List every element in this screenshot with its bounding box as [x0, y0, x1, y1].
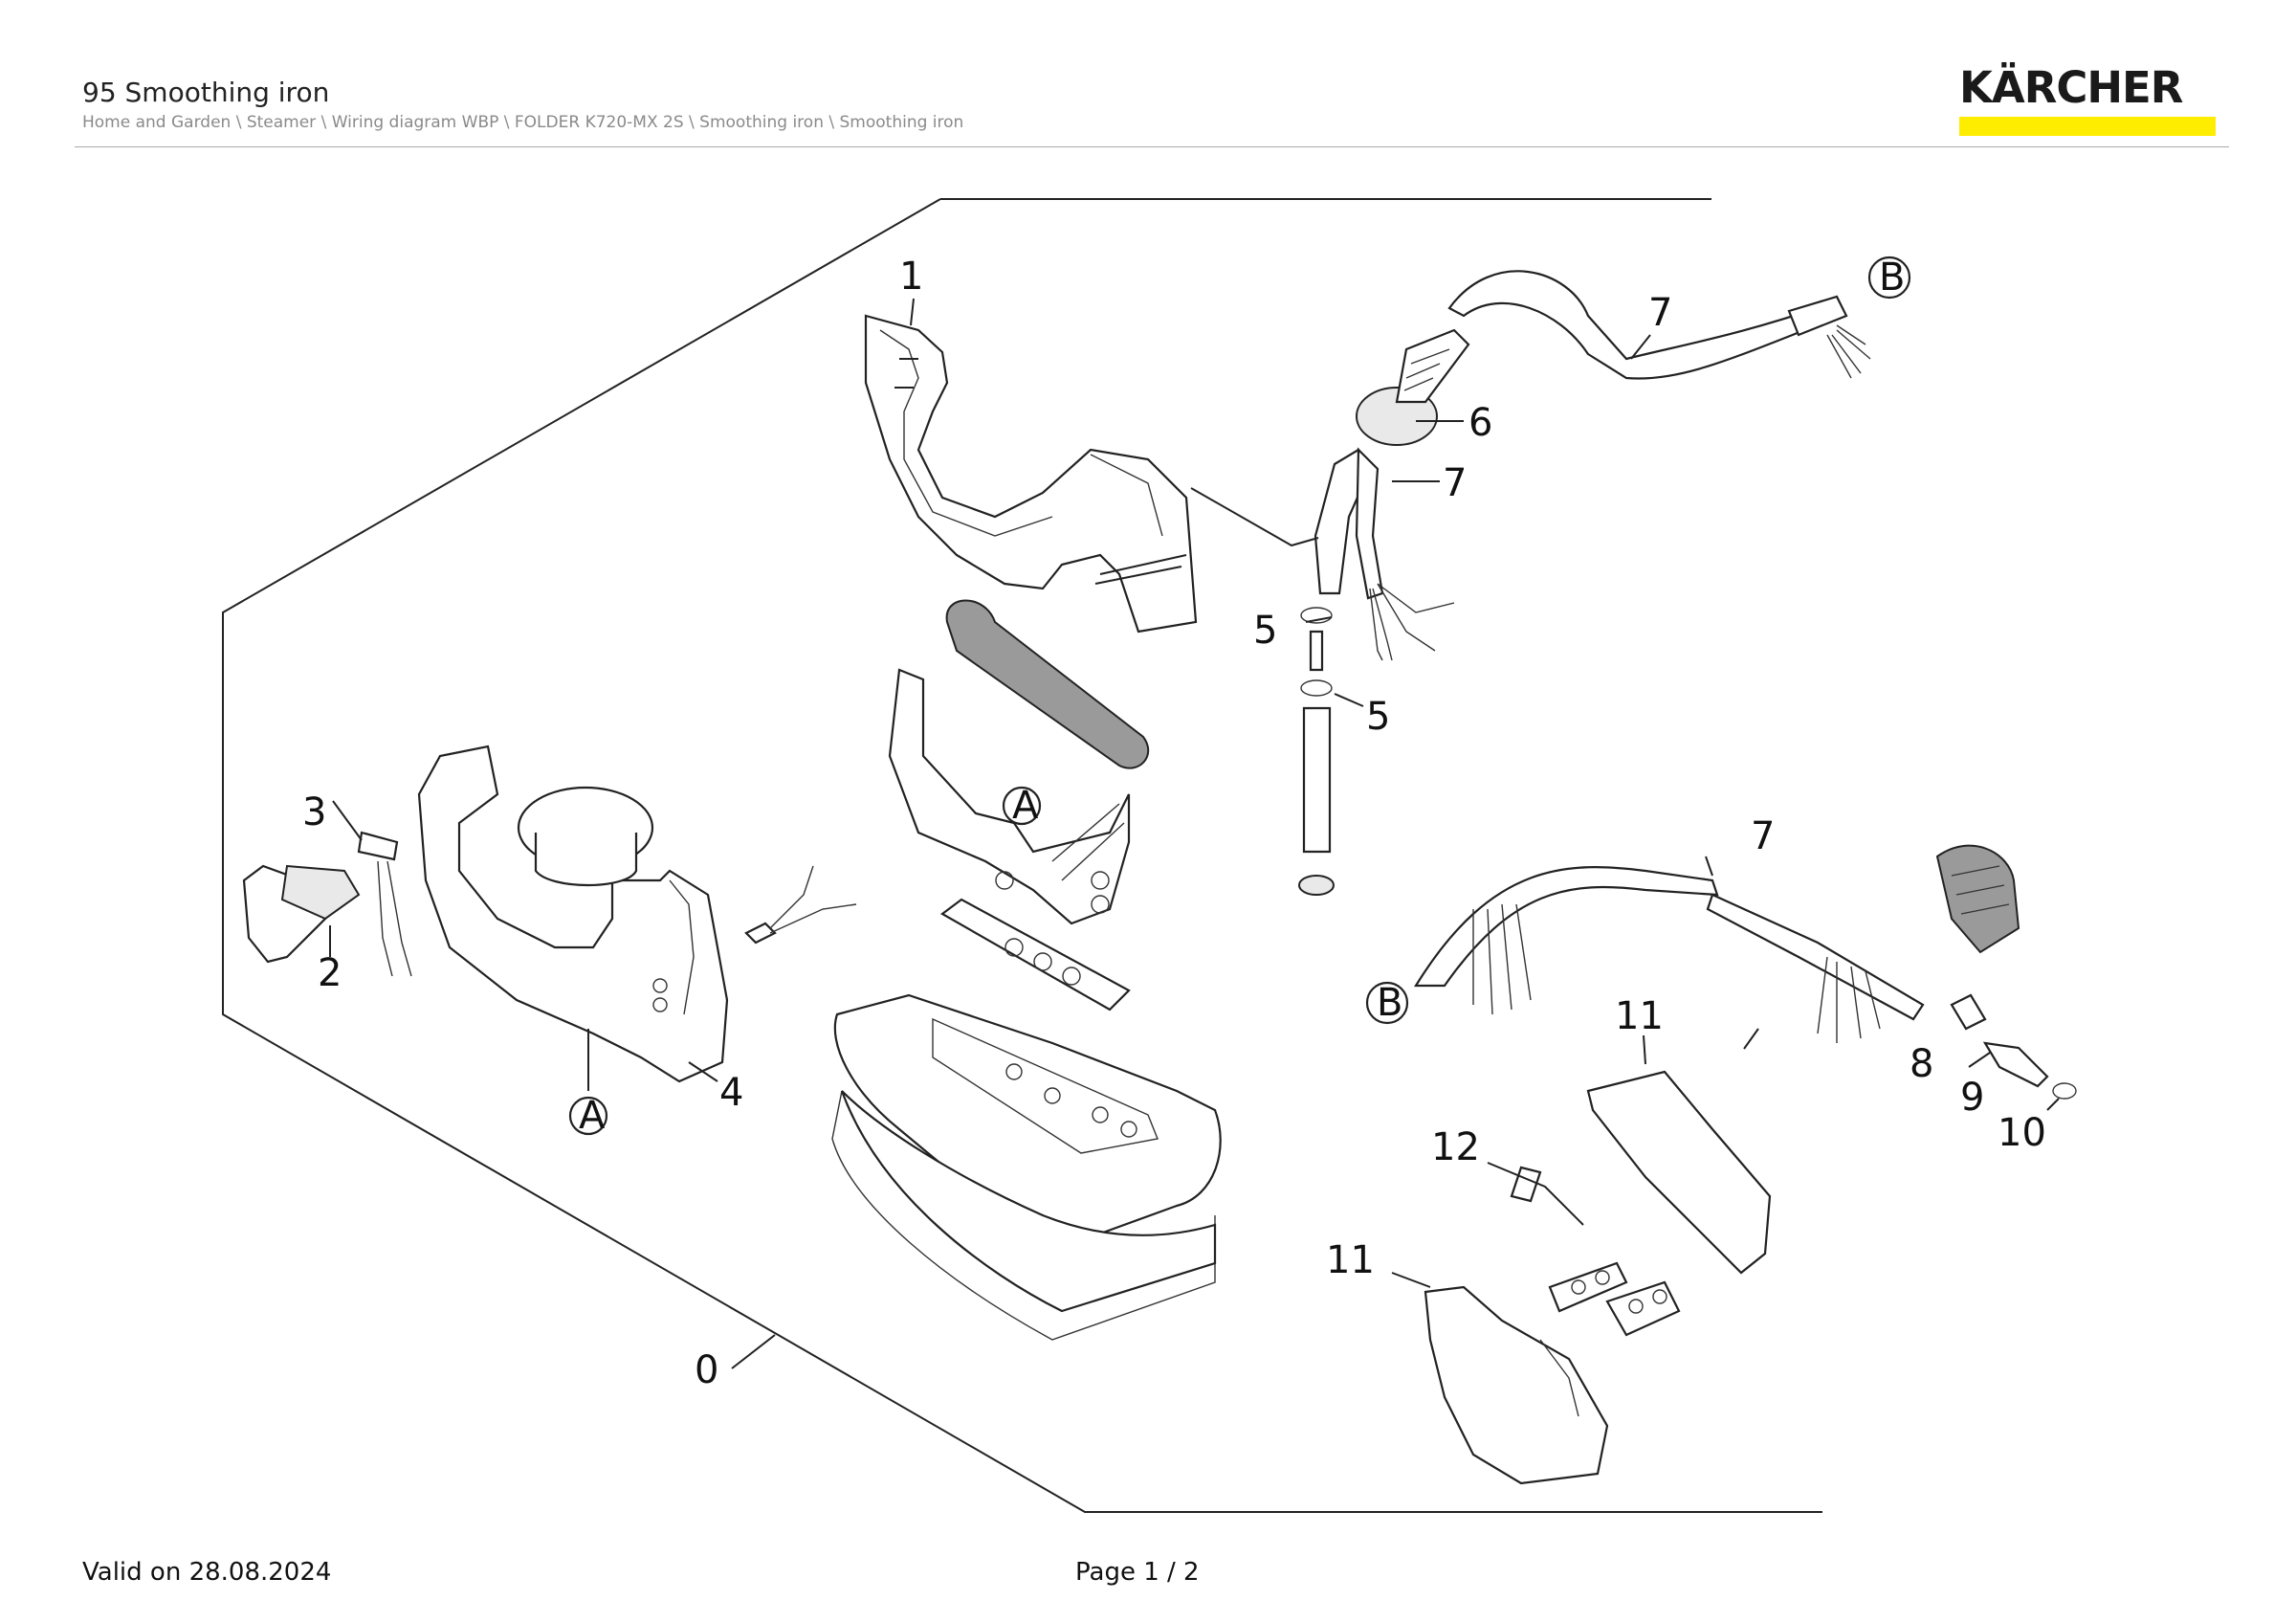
logo-yellow-bar	[1959, 117, 2216, 136]
callout-7-top: 7	[1648, 291, 1672, 335]
svg-text:A: A	[1012, 784, 1039, 828]
validity-date: Valid on 28.08.2024	[82, 1558, 332, 1587]
part-switch-cover	[242, 831, 412, 977]
callout-0: 0	[695, 1348, 718, 1392]
part-tube-assembly	[1298, 607, 1335, 896]
header-divider	[75, 146, 2229, 147]
callout-11-lower: 11	[1326, 1238, 1375, 1282]
callout-8: 8	[1910, 1042, 1933, 1086]
callout-3: 3	[302, 790, 326, 834]
page-title: 95 Smoothing iron	[82, 77, 330, 108]
callout-9: 9	[1960, 1076, 1984, 1120]
page-number: Page 1 / 2	[1075, 1558, 1200, 1587]
terminal-block	[1548, 1261, 1681, 1337]
callout-4: 4	[719, 1071, 743, 1115]
logo-wordmark: KÄRCHER	[1959, 62, 2183, 113]
leader-lines	[329, 298, 2060, 1369]
callout-1: 1	[899, 255, 923, 299]
part-roller-bracket	[888, 599, 1150, 925]
svg-text:B: B	[1377, 981, 1402, 1025]
breadcrumb: Home and Garden \ Steamer \ Wiring diagr…	[82, 113, 964, 132]
part-iron-body	[831, 993, 1222, 1341]
part-strain-relief	[1356, 328, 1470, 446]
part-rear-housing	[417, 745, 729, 1083]
part-gasket-plate	[940, 898, 1131, 1012]
part-cable-lower	[1414, 866, 1925, 1043]
callout-6: 6	[1468, 401, 1492, 445]
callout-10: 10	[1998, 1111, 2046, 1155]
part-left-wire	[744, 865, 857, 945]
callout-7-lower: 7	[1751, 814, 1775, 858]
part-cable-upper	[1447, 270, 1871, 380]
part-handle-top	[864, 314, 1198, 634]
svg-text:A: A	[579, 1094, 606, 1138]
marker-b-lower: B	[1365, 981, 1409, 1025]
karcher-logo: KÄRCHER	[1959, 63, 2216, 136]
part-plug-connectors	[1935, 844, 2077, 1100]
marker-b-upper: B	[1867, 256, 1911, 300]
callout-2: 2	[318, 951, 342, 995]
callout-11-upper: 11	[1615, 994, 1664, 1038]
callout-12: 12	[1431, 1125, 1480, 1169]
marker-a-upper: A	[1002, 784, 1042, 828]
callout-7-middle: 7	[1443, 461, 1467, 505]
callout-5-upper: 5	[1253, 609, 1277, 653]
assembly-frame	[222, 198, 1822, 1513]
part-cable-middle	[1314, 447, 1455, 661]
part-handle-brackets	[1424, 1070, 1772, 1485]
svg-text:B: B	[1879, 256, 1905, 300]
marker-a-lower: A	[568, 1094, 608, 1138]
callout-5-lower: 5	[1366, 695, 1390, 739]
